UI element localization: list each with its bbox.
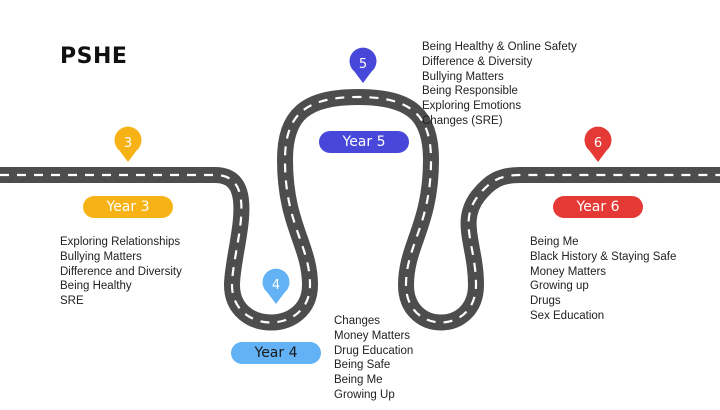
topic-item: Growing Up xyxy=(334,388,395,401)
page-title: PSHE xyxy=(60,44,128,69)
topic-item: Black History & Staying Safe xyxy=(530,250,677,263)
topic-item: Being Responsible xyxy=(422,85,518,98)
year-4-topics: Changes Money Matters Drug Education Bei… xyxy=(334,314,413,403)
topic-item: Changes xyxy=(334,315,381,327)
pin-number: 6 xyxy=(594,136,602,151)
topic-item: Sex Education xyxy=(530,309,605,322)
pin-year-5: 5 xyxy=(349,47,377,83)
topic-item: Being Healthy xyxy=(60,280,132,293)
pin-year-4: 4 xyxy=(262,268,290,304)
topic-item: Drugs xyxy=(530,295,561,308)
pin-number: 5 xyxy=(359,57,367,72)
topic-item: Money Matters xyxy=(530,265,607,278)
topic-item: Being Me xyxy=(530,236,579,248)
topic-item: Difference and Diversity xyxy=(60,265,182,278)
year-6-label: Year 6 xyxy=(553,196,643,218)
topic-item: Difference & Diversity xyxy=(422,55,533,68)
topic-item: Drug Education xyxy=(334,344,414,357)
topic-item: Growing up xyxy=(530,280,589,293)
topic-item: SRE xyxy=(60,295,84,308)
pin-year-6: 6 xyxy=(584,126,612,162)
map-pin-icon xyxy=(349,47,377,83)
year-3-topics: Exploring Relationships Bullying Matters… xyxy=(60,235,182,309)
topic-item: Changes (SRE) xyxy=(422,114,503,127)
pin-number: 4 xyxy=(272,278,280,293)
year-6-topics: Being Me Black History & Staying Safe Mo… xyxy=(530,235,676,324)
topic-item: Being Safe xyxy=(334,359,391,372)
topic-item: Money Matters xyxy=(334,329,411,342)
topic-item: Bullying Matters xyxy=(60,250,142,263)
map-pin-icon xyxy=(114,126,142,162)
pin-number: 3 xyxy=(124,136,132,151)
map-pin-icon xyxy=(262,268,290,304)
year-5-label: Year 5 xyxy=(319,131,409,153)
topic-item: Exploring Emotions xyxy=(422,100,522,113)
pin-year-3: 3 xyxy=(114,126,142,162)
topic-item: Exploring Relationships xyxy=(60,236,181,248)
year-3-label: Year 3 xyxy=(83,196,173,218)
topic-item: Being Me xyxy=(334,374,383,387)
map-pin-icon xyxy=(584,126,612,162)
road-center-line xyxy=(0,95,720,324)
topic-item: Bullying Matters xyxy=(422,70,504,83)
year-5-topics: Being Healthy & Online Safety Difference… xyxy=(422,40,577,129)
topic-item: Being Healthy & Online Safety xyxy=(422,41,577,53)
year-4-label: Year 4 xyxy=(231,342,321,364)
